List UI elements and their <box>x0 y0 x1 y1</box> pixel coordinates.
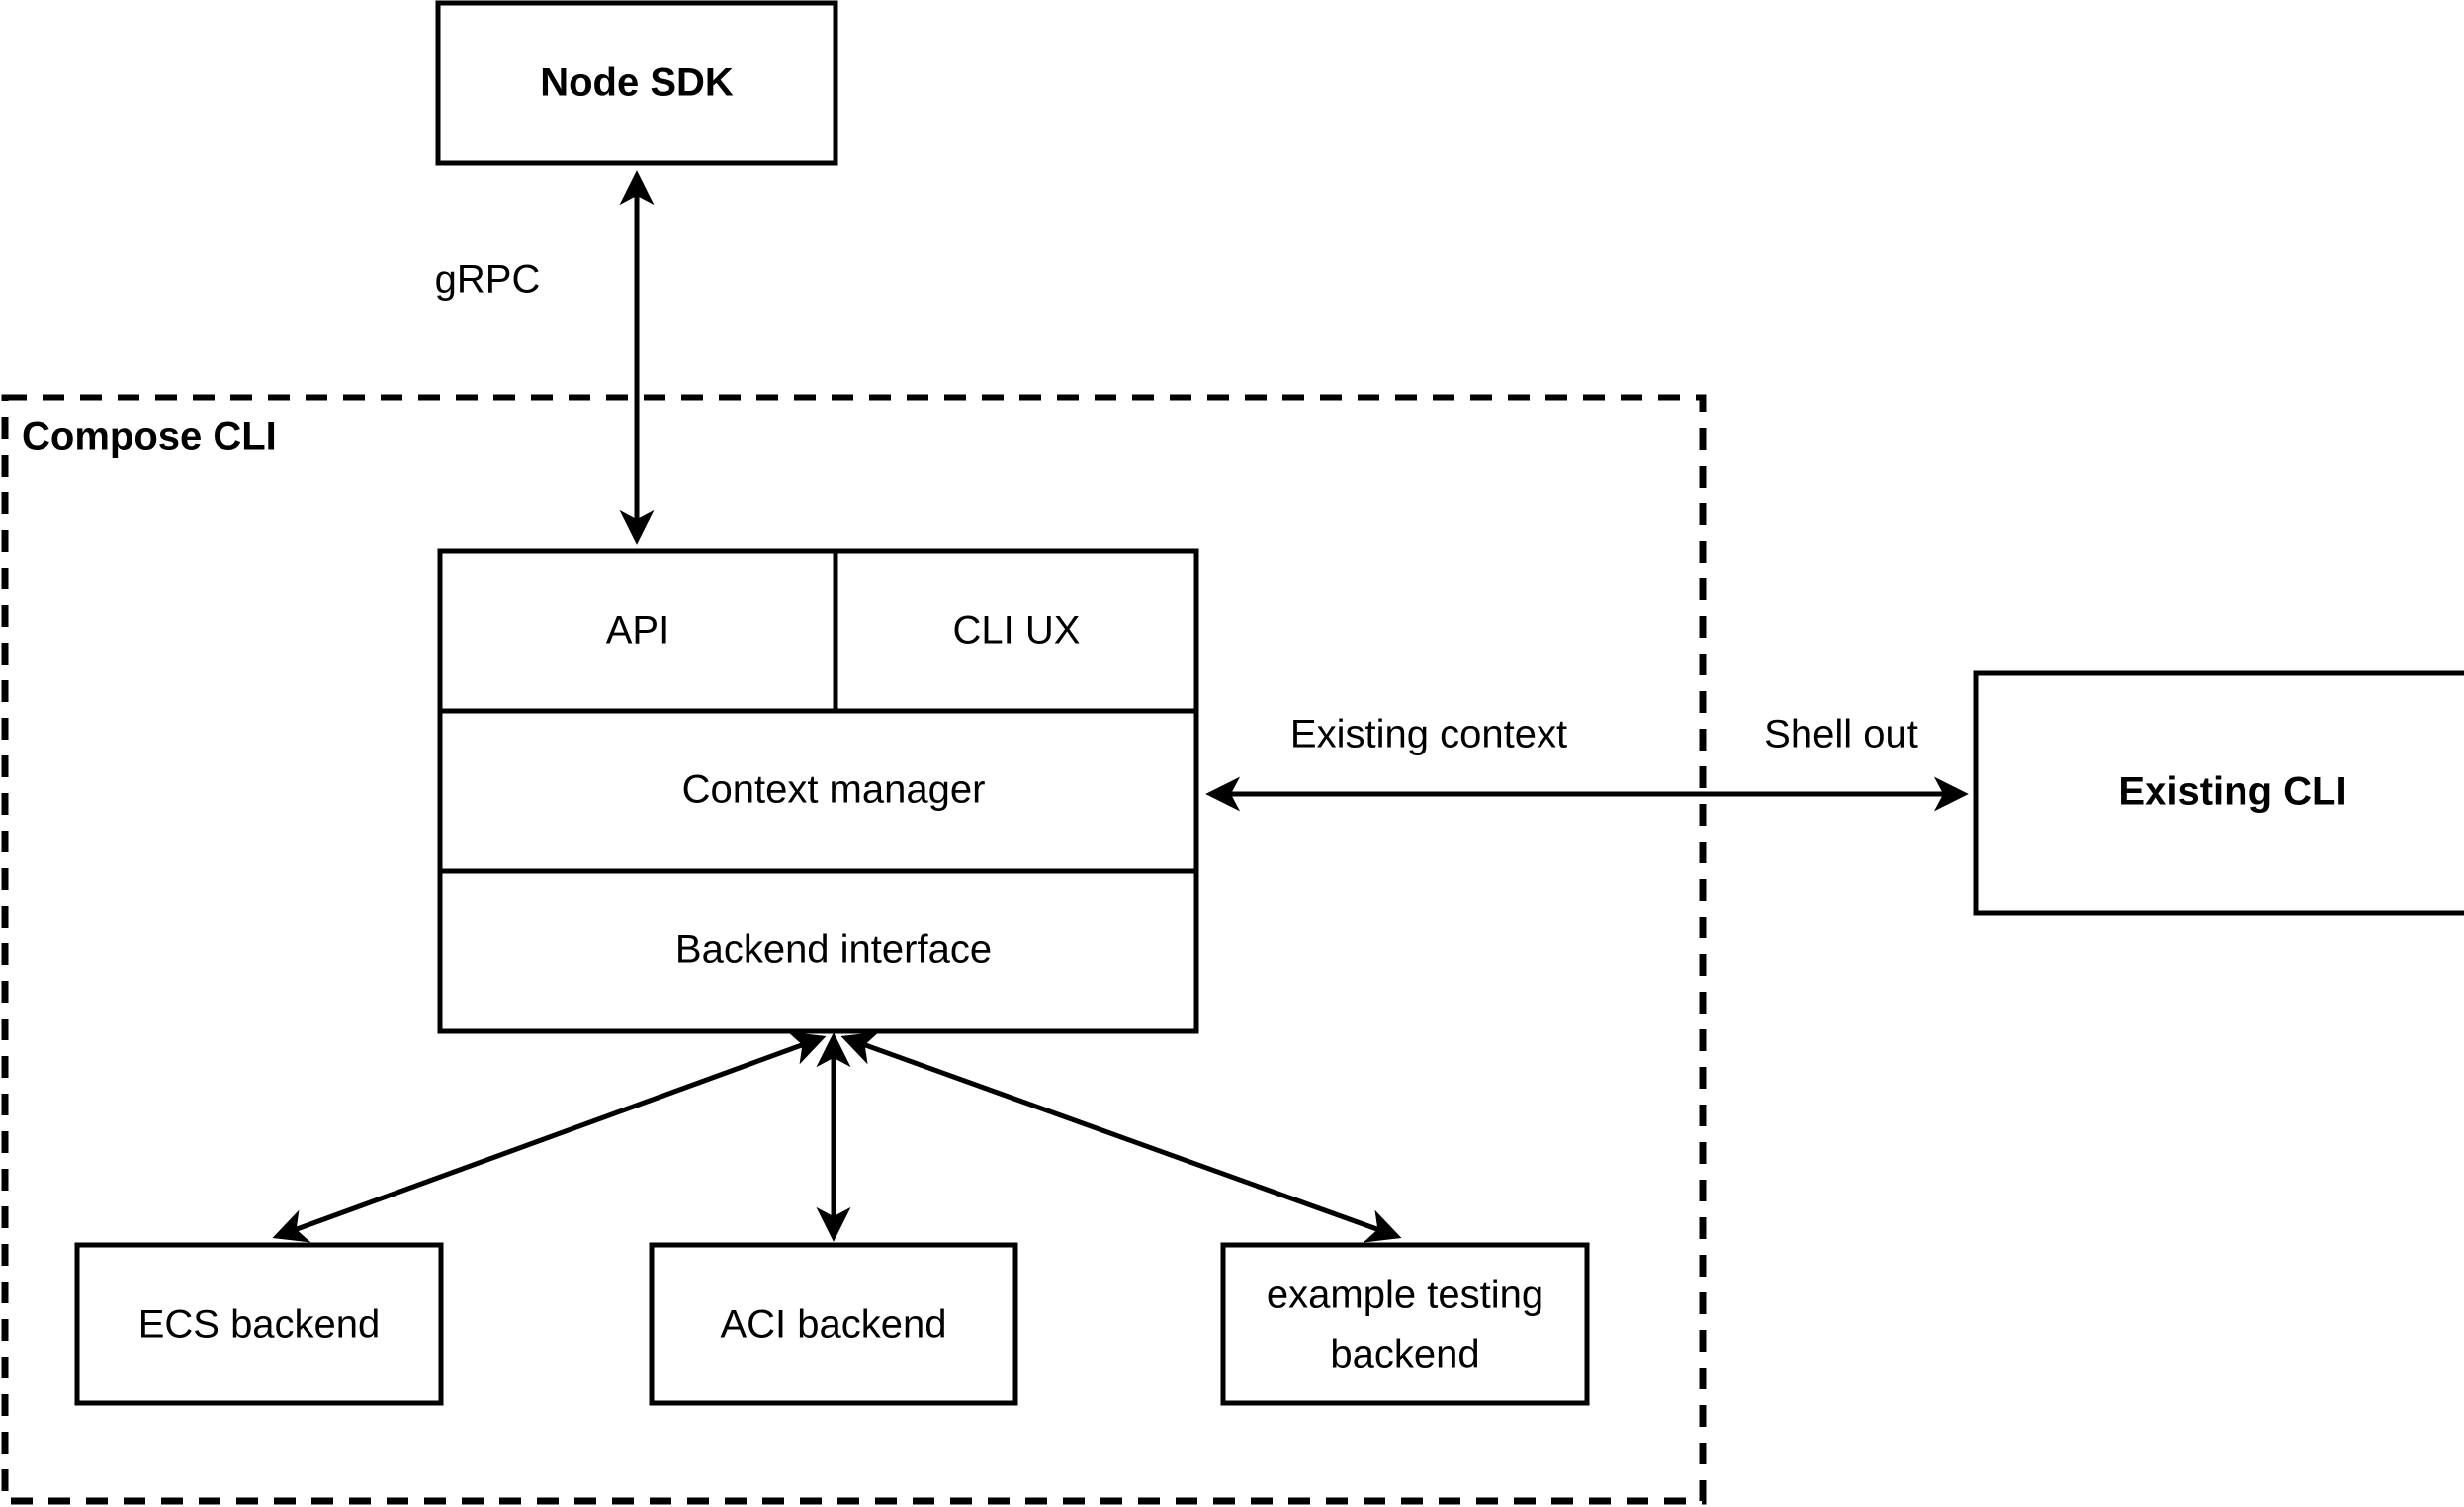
example-testing-backend-label-line1: example testing <box>1267 1274 1543 1317</box>
node-sdk-label: Node SDK <box>540 61 734 105</box>
existing-cli-box[interactable] <box>1973 670 2464 916</box>
node-sdk-box[interactable] <box>435 0 838 166</box>
example-testing-backend-label-line2: backend <box>1330 1333 1479 1376</box>
example-testing-backend-connector <box>840 1031 1402 1243</box>
aci-backend-box[interactable] <box>649 1242 1018 1406</box>
backend-interface-label: Backend interface <box>675 929 992 972</box>
aci-backend-label: ACI backend <box>720 1303 946 1347</box>
cli-ux-label: CLI UX <box>953 609 1081 653</box>
existing-cli-label: Existing CLI <box>2118 770 2346 814</box>
context-manager-label: Context manager <box>682 768 986 812</box>
api-label: API <box>606 609 669 653</box>
compose-cli-group-label: Compose CLI <box>22 415 277 459</box>
grpc-edge-label: gRPC <box>435 258 541 302</box>
compose-cli-group-border <box>1 394 1707 1505</box>
ecs-backend-label: ECS backend <box>138 1303 381 1347</box>
ecs-backend-box[interactable] <box>74 1242 444 1406</box>
ecs-backend-connector <box>272 1031 827 1243</box>
core-stack-box <box>437 548 1199 1034</box>
example-testing-backend-box[interactable] <box>1220 1242 1590 1406</box>
existing-context-edge-label: Existing context <box>1290 713 1567 756</box>
shell-out-edge-label: Shell out <box>1764 713 1918 756</box>
